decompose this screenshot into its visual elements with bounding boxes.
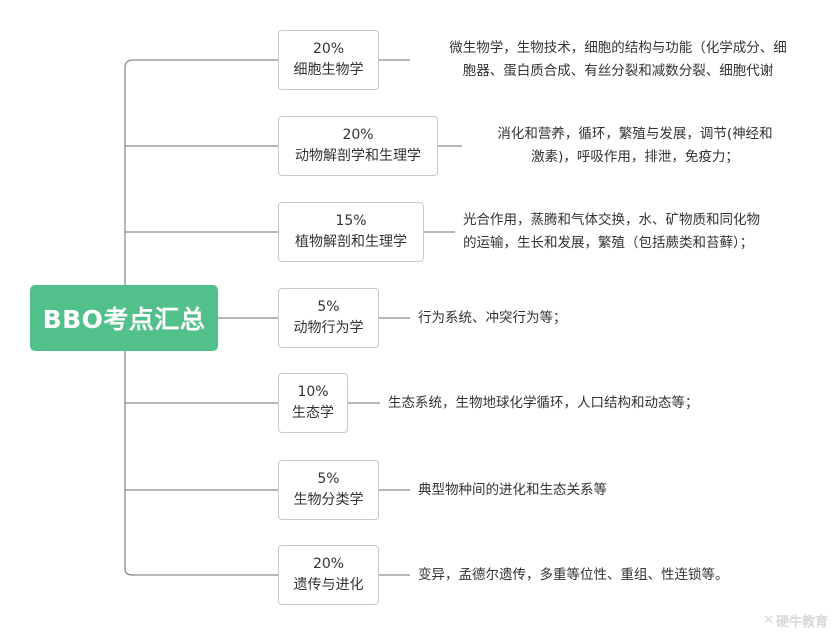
topic-node: 20% 遗传与进化 bbox=[278, 545, 379, 605]
topic-node: 5% 动物行为学 bbox=[278, 288, 379, 348]
topic-description: 行为系统、冲突行为等； bbox=[418, 307, 718, 330]
description-line: 生态系统，生物地球化学循环，人口结构和动态等； bbox=[388, 395, 699, 411]
topic-node: 10% 生态学 bbox=[278, 373, 348, 433]
topic-description: 变异，孟德尔遗传，多重等位性、重组、性连锁等。 bbox=[418, 564, 798, 587]
topic-title: 动物行为学 bbox=[293, 320, 364, 336]
topic-node: 15% 植物解剖和生理学 bbox=[278, 202, 424, 262]
topic-description: 典型物种间的进化和生态关系等 bbox=[418, 479, 798, 502]
topic-description: 光合作用，蒸腾和气体交换，水、矿物质和同化物的运输，生长和发展，繁殖（包括蕨类和… bbox=[463, 209, 813, 255]
topic-title: 生态学 bbox=[292, 405, 334, 421]
topic-percent: 20% bbox=[342, 127, 374, 143]
description-line: 微生物学，生物技术，细胞的结构与功能（化学成分、细 bbox=[449, 40, 787, 56]
topic-title: 植物解剖和生理学 bbox=[295, 234, 407, 250]
topic-title: 生物分类学 bbox=[293, 492, 364, 508]
topic-node: 20% 细胞生物学 bbox=[278, 30, 379, 90]
topic-description: 微生物学，生物技术，细胞的结构与功能（化学成分、细胞器、蛋白质合成、有丝分裂和减… bbox=[418, 37, 818, 83]
topic-description: 消化和营养，循环，繁殖与发展，调节(神经和激素)，呼吸作用，排泄，免疫力； bbox=[470, 123, 800, 169]
topic-percent: 5% bbox=[317, 471, 340, 487]
description-line: 光合作用，蒸腾和气体交换，水、矿物质和同化物 bbox=[463, 212, 760, 228]
description-line: 行为系统、冲突行为等； bbox=[418, 310, 567, 326]
watermark: ✕ 硬牛教育 bbox=[763, 611, 828, 630]
description-line: 典型物种间的进化和生态关系等 bbox=[418, 482, 607, 498]
root-node: BBO考点汇总 bbox=[30, 285, 218, 351]
description-line: 的运输，生长和发展，繁殖（包括蕨类和苔藓）； bbox=[463, 235, 754, 251]
branch-connector bbox=[124, 568, 278, 576]
description-line: 激素)，呼吸作用，排泄，免疫力； bbox=[531, 149, 739, 165]
topic-percent: 20% bbox=[312, 41, 345, 57]
description-line: 消化和营养，循环，繁殖与发展，调节(神经和 bbox=[497, 126, 773, 142]
topic-percent: 10% bbox=[297, 384, 329, 400]
topic-title: 遗传与进化 bbox=[293, 577, 364, 593]
topic-description: 生态系统，生物地球化学循环，人口结构和动态等； bbox=[388, 392, 788, 415]
description-line: 胞器、蛋白质合成、有丝分裂和减数分裂、细胞代谢 bbox=[462, 63, 774, 79]
topic-node: 5% 生物分类学 bbox=[278, 460, 379, 520]
topic-title: 细胞生物学 bbox=[293, 62, 364, 78]
watermark-text: 硬牛教育 bbox=[775, 615, 828, 630]
watermark-logo-icon: ✕ bbox=[763, 613, 774, 628]
topic-percent: 20% bbox=[312, 556, 345, 572]
topic-percent: 15% bbox=[335, 213, 367, 229]
topic-percent: 5% bbox=[317, 299, 340, 315]
topic-title: 动物解剖学和生理学 bbox=[295, 148, 421, 164]
description-line: 变异，孟德尔遗传，多重等位性、重组、性连锁等。 bbox=[418, 567, 729, 583]
topic-node: 20% 动物解剖学和生理学 bbox=[278, 116, 438, 176]
branch-connector bbox=[124, 59, 278, 69]
